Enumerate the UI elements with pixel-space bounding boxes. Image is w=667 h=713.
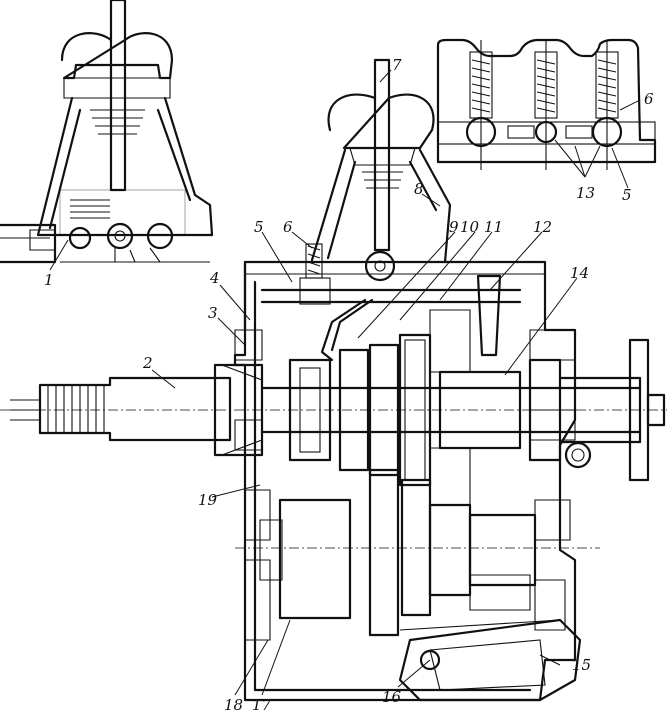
main-gearbox-section <box>0 58 667 702</box>
callout-11: 11 <box>484 218 503 236</box>
callout-18: 18 <box>224 696 243 713</box>
callout-4: 4 <box>209 269 220 287</box>
gearbox-cover <box>310 148 452 264</box>
gear-14 <box>438 370 522 450</box>
callout-19: 19 <box>198 491 218 509</box>
detent-housing <box>436 38 657 164</box>
callout-8: 8 <box>414 180 424 198</box>
callout-13: 13 <box>576 184 595 202</box>
countershaft-gear-17 <box>278 498 352 620</box>
callout-6: 6 <box>283 218 293 236</box>
callout-5: 5 <box>254 218 264 236</box>
callout-16: 16 <box>382 688 402 706</box>
callout-7: 7 <box>392 56 402 74</box>
callout-6-inset: 6 <box>644 90 654 108</box>
callout-1: 1 <box>44 271 54 289</box>
callout-labels: 1 2 3 4 5 6 7 8 9 10 11 12 13 14 15 16 1… <box>44 56 654 713</box>
inset-detent-detail <box>436 38 657 170</box>
callout-3: 3 <box>208 304 218 322</box>
lever-boot <box>60 32 174 80</box>
shift-lever <box>373 58 391 252</box>
callout-5-inset: 5 <box>622 186 632 204</box>
callout-10: 10 <box>460 218 480 236</box>
callout-9: 9 <box>449 218 459 236</box>
callout-17: 17 <box>252 696 272 713</box>
lever-boot-main <box>327 93 435 150</box>
input-shaft <box>38 376 232 442</box>
lever-shaft <box>109 0 127 192</box>
callout-2: 2 <box>142 354 153 372</box>
leader-lines <box>49 69 641 696</box>
callout-15: 15 <box>572 656 591 674</box>
callout-14: 14 <box>570 264 589 282</box>
inset-lever-detail <box>0 0 214 264</box>
cover-housing <box>36 96 214 237</box>
callout-12: 12 <box>533 218 552 236</box>
